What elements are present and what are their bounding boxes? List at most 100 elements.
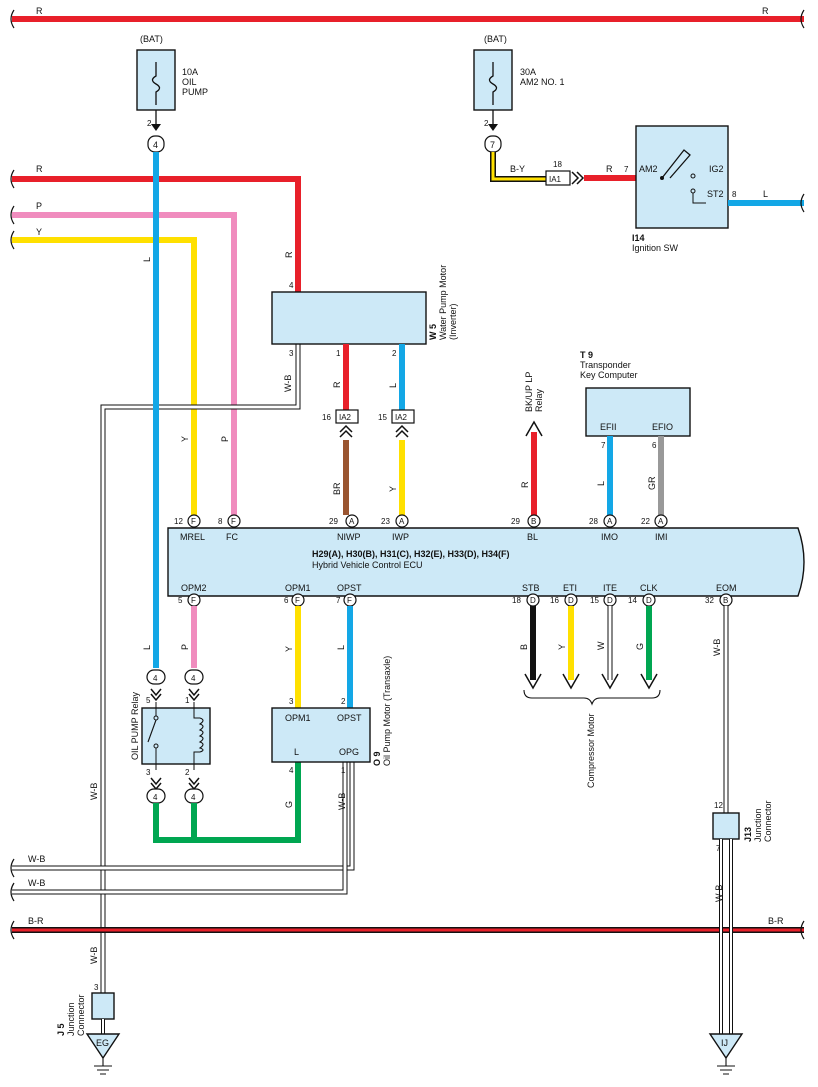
- svg-text:BL: BL: [527, 532, 538, 542]
- ecu-pin-imi: 22 A IMI: [641, 514, 668, 542]
- svg-text:B: B: [723, 596, 728, 605]
- fuse-icon: [151, 62, 161, 105]
- svg-text:W-B: W-B: [714, 885, 724, 902]
- rail-top-r: R R: [10, 6, 805, 29]
- svg-text:D: D: [568, 596, 574, 605]
- ignition-switch: AM2 IG2 ST2 8 L I14 Ignition SW: [632, 125, 805, 253]
- water-pump-motor: W 5 Water Pump Motor (Inverter) 1 2 R L …: [271, 265, 458, 515]
- svg-text:L: L: [763, 189, 768, 199]
- svg-text:P: P: [220, 436, 230, 442]
- svg-text:4: 4: [153, 140, 158, 150]
- rail-br: B-R B-R: [10, 916, 805, 940]
- svg-text:16: 16: [322, 413, 331, 422]
- svg-text:30A: 30A: [520, 67, 536, 77]
- svg-text:W-B: W-B: [712, 639, 722, 656]
- svg-text:Y: Y: [388, 486, 398, 492]
- svg-text:29: 29: [329, 517, 338, 526]
- svg-text:OPM1: OPM1: [285, 713, 311, 723]
- svg-text:12: 12: [174, 517, 183, 526]
- svg-text:18: 18: [553, 160, 562, 169]
- svg-text:Junction: Junction: [66, 1002, 76, 1036]
- svg-text:B: B: [519, 644, 529, 650]
- svg-text:5: 5: [146, 696, 151, 705]
- svg-text:O 9: O 9: [372, 751, 382, 766]
- svg-text:R: R: [284, 251, 294, 258]
- svg-text:CLK: CLK: [640, 583, 658, 593]
- svg-text:L: L: [142, 257, 152, 262]
- svg-text:W-B: W-B: [28, 878, 45, 888]
- svg-text:(Inverter): (Inverter): [448, 303, 458, 340]
- svg-text:FC: FC: [226, 532, 238, 542]
- svg-text:3: 3: [289, 349, 294, 358]
- svg-text:16: 16: [550, 596, 559, 605]
- fuse-am2: (BAT) 30A AM2 NO. 1 2 7: [473, 34, 565, 153]
- svg-text:4: 4: [289, 766, 294, 775]
- svg-text:AM2 NO. 1: AM2 NO. 1: [520, 77, 565, 87]
- svg-text:32: 32: [705, 596, 714, 605]
- svg-text:IJ: IJ: [721, 1038, 728, 1048]
- svg-text:W: W: [596, 641, 606, 650]
- svg-text:NIWP: NIWP: [337, 532, 361, 542]
- svg-text:W-B: W-B: [283, 375, 293, 392]
- rail-y: Y Y: [10, 227, 197, 515]
- wire-l-oil-pump: L L: [142, 152, 159, 668]
- ground-icon: [708, 1033, 744, 1060]
- svg-text:ITE: ITE: [603, 583, 617, 593]
- relay-coil-icon: [198, 717, 204, 753]
- rail-r: R R 4: [10, 164, 301, 292]
- svg-text:Y: Y: [284, 646, 294, 652]
- svg-text:2: 2: [147, 119, 152, 128]
- svg-text:4: 4: [191, 793, 196, 802]
- svg-text:R: R: [606, 164, 613, 174]
- svg-text:Compressor Motor: Compressor Motor: [586, 713, 596, 788]
- svg-text:1: 1: [336, 349, 341, 358]
- svg-text:IA1: IA1: [549, 175, 562, 184]
- svg-text:IG2: IG2: [709, 164, 724, 174]
- rail-label-r-right: R: [762, 6, 769, 16]
- svg-text:R: R: [36, 164, 43, 174]
- arrow-icon: [640, 673, 658, 690]
- svg-text:ST2: ST2: [707, 189, 724, 199]
- svg-text:P: P: [180, 644, 190, 650]
- svg-text:2: 2: [392, 349, 397, 358]
- rail-p: P P: [10, 201, 237, 515]
- arrow-icon: [525, 420, 543, 437]
- ecu-pin-stb: STB 18 D: [512, 583, 540, 607]
- svg-text:Ignition SW: Ignition SW: [632, 243, 679, 253]
- svg-text:OPM1: OPM1: [285, 583, 311, 593]
- svg-text:L: L: [294, 747, 299, 757]
- hybrid-vehicle-control-ecu: H29(A), H30(B), H31(C), H32(E), H33(D), …: [167, 514, 805, 607]
- svg-text:J 5: J 5: [56, 1023, 66, 1036]
- svg-text:A: A: [349, 517, 355, 526]
- wire-wb-water-pump: W-B 3: [100, 344, 301, 993]
- rail-wb-1: W-B: [10, 762, 355, 878]
- svg-text:5: 5: [178, 596, 183, 605]
- junction-connector-j13: W-B 12 7 J13 Junction Connector W-B IJ: [708, 606, 773, 1075]
- ecu-pin-imo: 28 A IMO: [589, 514, 618, 542]
- ecu-pin-fc: 8 F FC: [218, 514, 241, 542]
- ecu-pin-eom: EOM 32 B: [705, 583, 737, 607]
- svg-text:OPM2: OPM2: [181, 583, 207, 593]
- svg-text:23: 23: [381, 517, 390, 526]
- svg-text:W-B: W-B: [28, 854, 45, 864]
- svg-text:G: G: [635, 643, 645, 650]
- svg-text:15: 15: [378, 413, 387, 422]
- svg-text:B: B: [531, 517, 536, 526]
- svg-text:GR: GR: [647, 476, 657, 490]
- svg-text:A: A: [399, 517, 405, 526]
- svg-text:7: 7: [336, 596, 341, 605]
- svg-text:7: 7: [490, 140, 495, 150]
- svg-text:EFIO: EFIO: [652, 422, 673, 432]
- svg-text:4: 4: [289, 281, 294, 290]
- svg-text:8: 8: [732, 190, 737, 199]
- svg-text:I14: I14: [632, 233, 645, 243]
- relay-bkup-lp-output: R BK/UP LP Relay: [520, 372, 544, 515]
- svg-text:A: A: [658, 517, 664, 526]
- ecu-pin-opst: OPST 7 F: [336, 583, 362, 607]
- oil-pump-motor: Y L 3 2 OPM1 OPST L OPG 4 1 O 9 Oil Pump…: [271, 606, 392, 775]
- svg-text:1: 1: [185, 696, 190, 705]
- svg-text:F: F: [347, 596, 352, 605]
- svg-text:OIL PUMP Relay: OIL PUMP Relay: [130, 691, 140, 760]
- svg-text:PUMP: PUMP: [182, 87, 208, 97]
